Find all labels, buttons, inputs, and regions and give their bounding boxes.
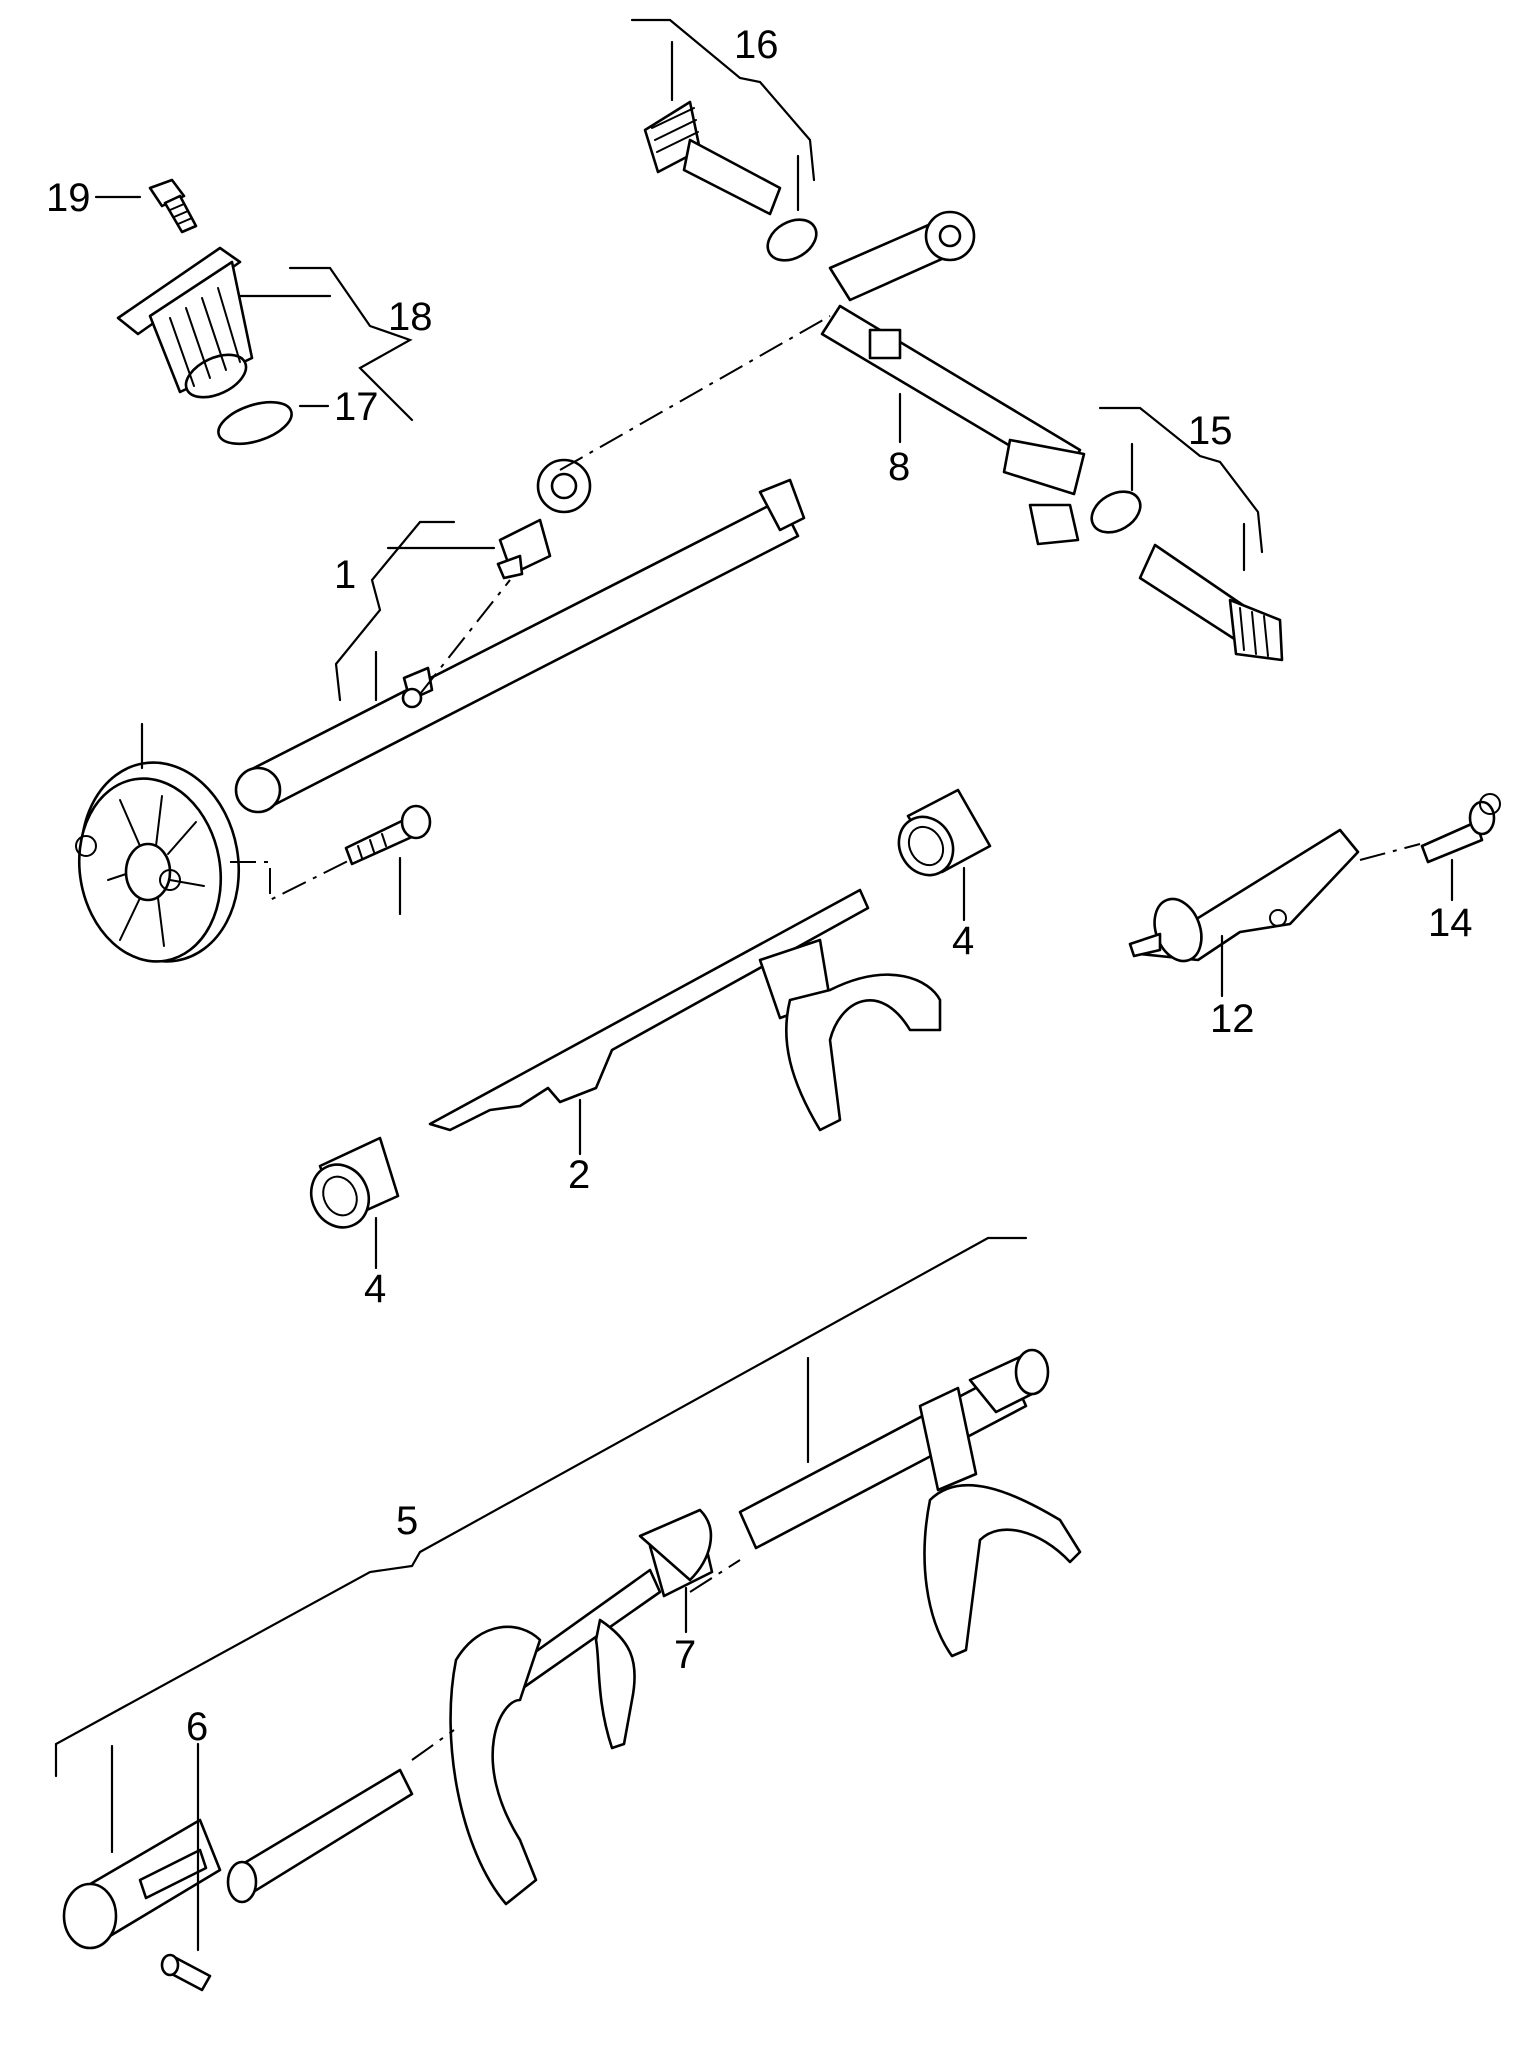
- callout-9: 12: [1210, 997, 1255, 1041]
- part-19-bolt: [344, 804, 432, 866]
- callout-6: 6: [186, 1705, 208, 1749]
- callout-4-upper: 4: [952, 919, 974, 963]
- rail-end-fitting: [62, 1768, 414, 1950]
- part-10-screw: [1420, 793, 1501, 864]
- callout-16: 18: [388, 295, 433, 339]
- callout-5: 5: [396, 1499, 418, 1543]
- callout-15: 17: [334, 385, 379, 429]
- callout-12: 15: [1188, 409, 1233, 453]
- callout-7: 7: [674, 1633, 696, 1677]
- part-2-shift-fork: [428, 888, 942, 1132]
- part-14-plug-and-washer: [643, 100, 818, 262]
- assembly-lines: [230, 315, 1421, 1761]
- part-4-bushing-upper: [897, 788, 992, 877]
- callout-17: 19: [46, 176, 91, 220]
- leader-lines: [54, 18, 1454, 1952]
- part-17-screw: [148, 178, 198, 234]
- callout-labels: 19 18 17 16 8 15 1 4 12 14 2 4 5 6 7: [46, 23, 1473, 1749]
- part-12-plug-and-washer: [1090, 490, 1284, 662]
- part-5-main-rail: [738, 1348, 1082, 1658]
- callout-4-lower: 4: [364, 1267, 386, 1311]
- part-1-shift-rod: [234, 458, 806, 814]
- part-18-ribbed-wheel: [75, 761, 241, 963]
- part-8-selector-shaft: [820, 210, 1086, 546]
- callout-8: 8: [888, 445, 910, 489]
- part-9-lever: [1128, 828, 1360, 963]
- callout-2: 2: [568, 1153, 590, 1197]
- callout-10: 14: [1428, 901, 1473, 945]
- part-6-pin: [160, 1953, 212, 1992]
- callout-1: 1: [334, 553, 356, 597]
- part-15-o-ring: [217, 400, 293, 446]
- part-16-flanged-cup: [116, 246, 254, 399]
- part-7-shift-fork: [449, 1508, 714, 1906]
- part-4-bushing-lower: [309, 1136, 400, 1229]
- callout-14: 16: [734, 23, 779, 67]
